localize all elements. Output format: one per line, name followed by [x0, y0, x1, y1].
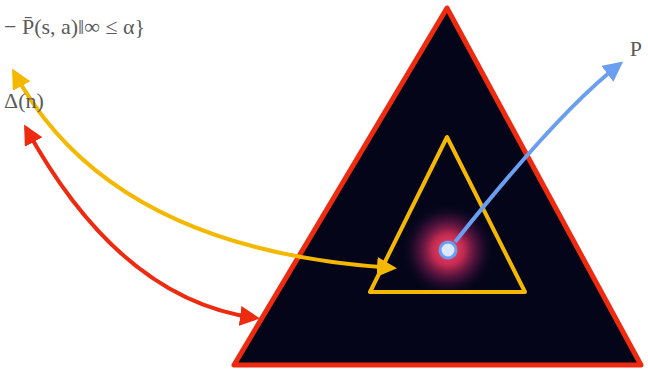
nominal-point [440, 242, 456, 258]
uncertainty-set [370, 137, 525, 292]
outer-simplex [234, 8, 641, 365]
math-label: P [630, 36, 642, 62]
math-label: Δ(n) [4, 88, 44, 114]
leader-arrow [26, 128, 256, 318]
glow [402, 204, 494, 296]
leader-arrow [455, 64, 620, 242]
leader-arrow [14, 72, 393, 268]
math-label: − P̄(s, a)‖∞ ≤ α} [4, 14, 145, 40]
